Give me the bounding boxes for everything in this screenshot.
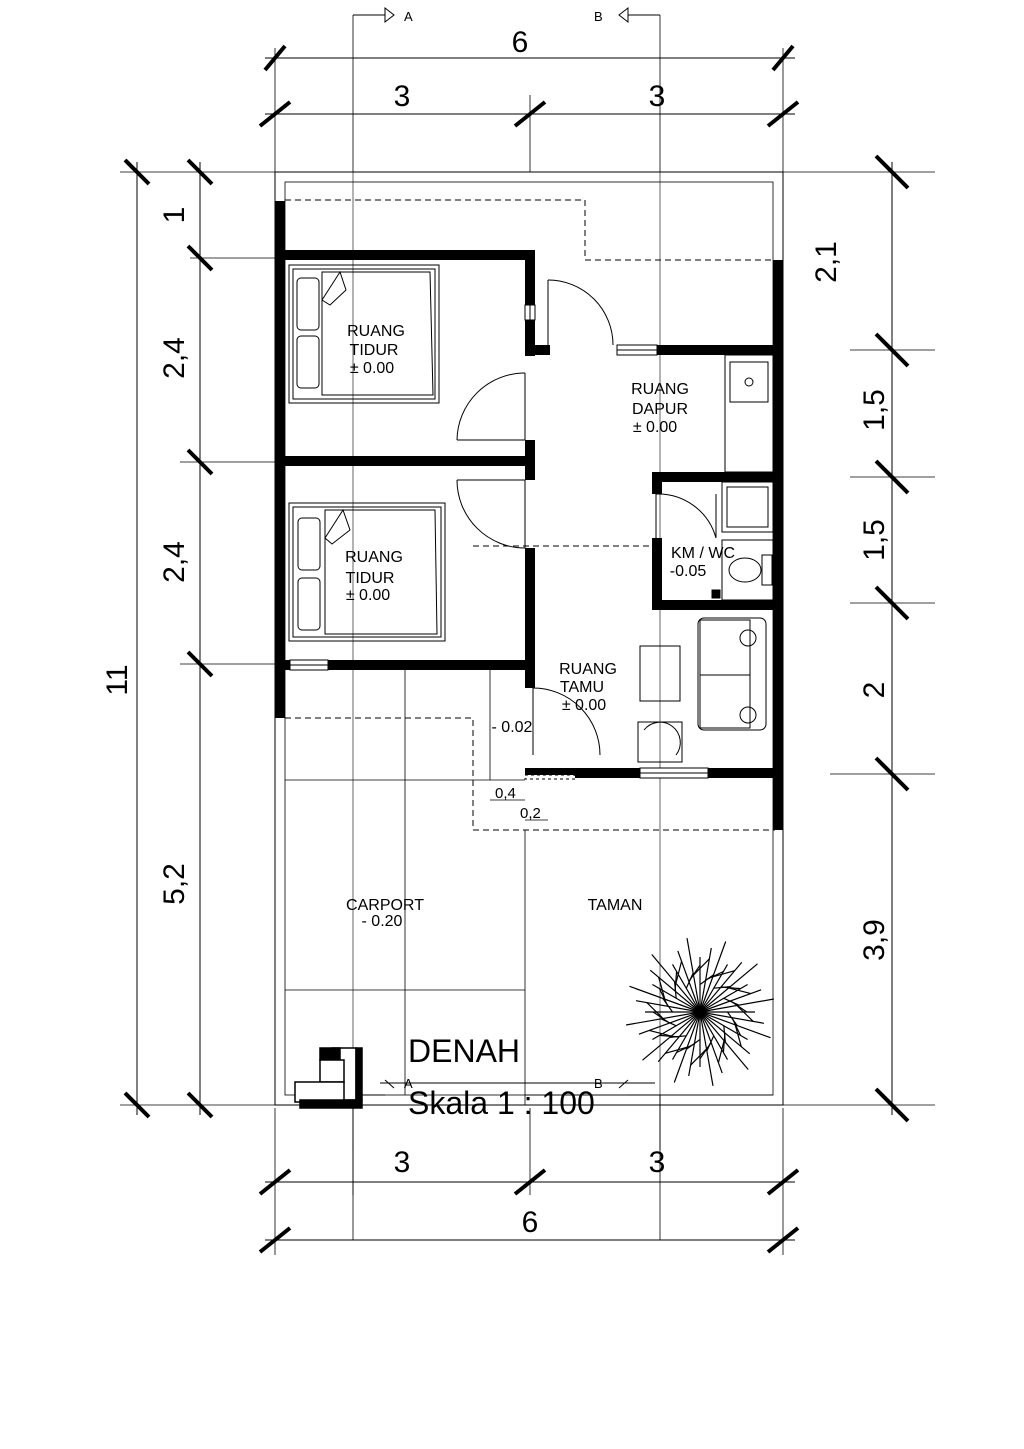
- doors: [456, 279, 717, 756]
- bed1-name1: RUANG: [347, 323, 405, 340]
- dim-top-right: 3: [649, 80, 666, 113]
- dim-left-4: 5,2: [158, 863, 191, 905]
- bed2-name2: TIDUR: [346, 570, 395, 587]
- carport-grid: [285, 670, 773, 1105]
- bed-1: [288, 264, 440, 404]
- kitchen-name2: DAPUR: [632, 401, 688, 418]
- dim-right-1: 2,1: [810, 241, 843, 283]
- living-level: ± 0.00: [562, 697, 606, 714]
- carport-level: - 0.20: [362, 913, 403, 930]
- dim-left-1: 1: [158, 207, 191, 224]
- kitchen-name1: RUANG: [631, 381, 689, 398]
- sofa-set: [637, 617, 767, 763]
- dim-left-total: 11: [101, 664, 134, 695]
- bed-2: [288, 502, 446, 642]
- bed1-level: ± 0.00: [350, 360, 394, 377]
- carport-name: CARPORT: [346, 897, 424, 914]
- dim-bottom-right: 3: [649, 1146, 666, 1179]
- step-dimensions: [490, 799, 548, 821]
- dim-bottom-left: 3: [394, 1146, 411, 1179]
- living-name1: RUANG: [559, 661, 617, 678]
- windows: [289, 304, 709, 780]
- dim-top-left: 3: [394, 80, 411, 113]
- dimension-ticks: [123, 44, 910, 1254]
- drawing-scale: Skala 1 : 100: [408, 1085, 595, 1121]
- walls: [275, 201, 783, 830]
- dim-top-total: 6: [512, 26, 529, 59]
- dim-right-2: 1,5: [858, 389, 891, 431]
- wc-level: -0.05: [670, 563, 707, 580]
- title-logo: [294, 1047, 363, 1109]
- section-a-top: A: [404, 9, 413, 24]
- dim-bottom-total: 6: [522, 1206, 539, 1239]
- dim-right-4: 2: [858, 682, 891, 699]
- tree-icon: [625, 937, 775, 1087]
- wc-name: KM / WC: [671, 545, 735, 562]
- roof-outline: [285, 199, 775, 831]
- dim-step-h: 0,2: [520, 805, 541, 822]
- dim-right-5: 3,9: [858, 919, 891, 961]
- kitchen-level: ± 0.00: [633, 419, 677, 436]
- dim-left-2: 2,4: [158, 337, 191, 379]
- section-b-top: B: [594, 9, 603, 24]
- dim-left-3: 2,4: [158, 541, 191, 583]
- bed2-name1: RUANG: [345, 549, 403, 566]
- living-name2: TAMU: [560, 679, 604, 696]
- dim-right-3: 1,5: [858, 519, 891, 561]
- terrace-level: - 0.02: [492, 719, 533, 736]
- garden-name: TAMAN: [588, 897, 643, 914]
- drawing-title: DENAH: [408, 1033, 520, 1069]
- wc-fixtures: [711, 481, 774, 601]
- dim-step-w: 0,4: [495, 785, 516, 802]
- kitchen-counter: [724, 354, 774, 473]
- bed2-level: ± 0.00: [346, 587, 390, 604]
- bed1-name2: TIDUR: [350, 342, 399, 359]
